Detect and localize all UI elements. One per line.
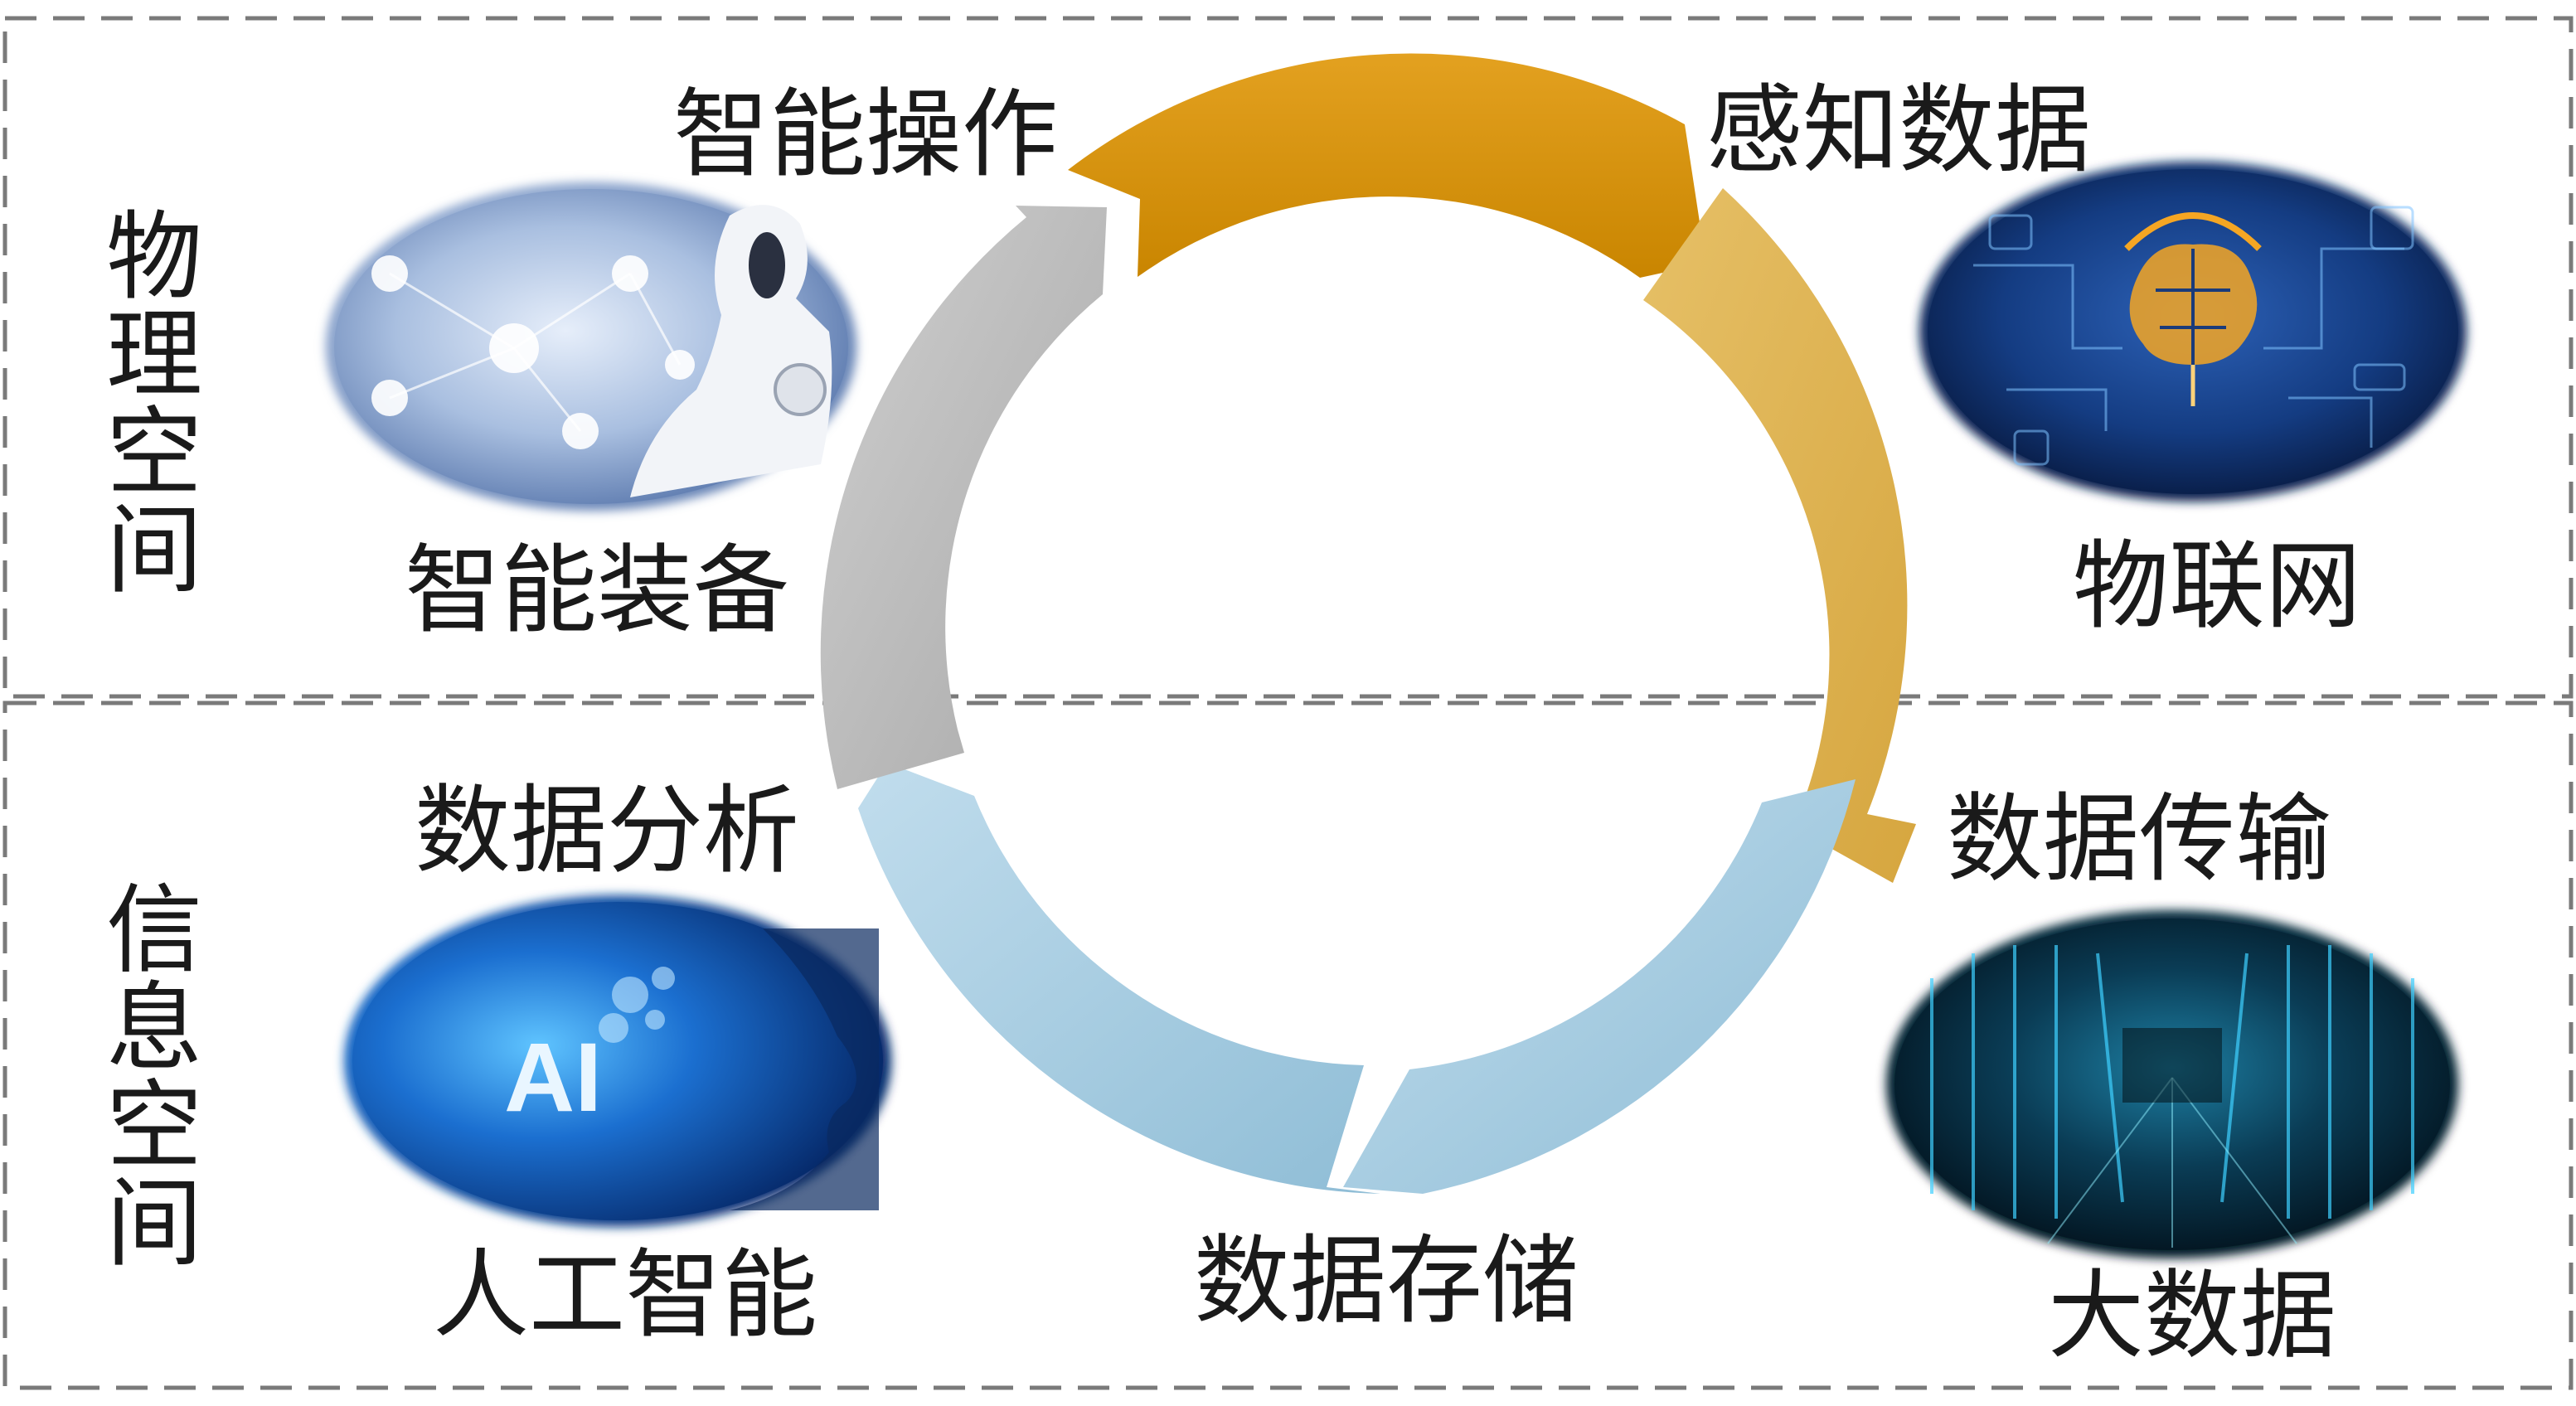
arrow-transmission-to-storage	[1343, 779, 1856, 1194]
data-transmission-label: 数据传输	[1947, 783, 2331, 895]
robot-figure	[630, 205, 832, 497]
physical-space-label: 物理空间	[90, 206, 202, 597]
big-data-label: 大数据	[2048, 1260, 2336, 1372]
arrow-smart-operation-to-sense	[1068, 53, 1754, 278]
big-data-image	[1886, 910, 2458, 1258]
smart-equipment-image	[326, 182, 856, 511]
smart-operation-label: 智能操作	[673, 79, 1058, 191]
arrow-analysis-to-operation	[820, 206, 1107, 789]
region-frames	[2, 16, 2574, 1390]
ai-logo: AI	[504, 1023, 602, 1132]
data-storage-label: 数据存储	[1194, 1225, 1579, 1337]
data-analysis-label: 数据分析	[415, 775, 799, 887]
brain-icon	[2124, 212, 2262, 406]
ai-image: AI	[344, 895, 891, 1227]
iot-label: 物联网	[2073, 531, 2361, 642]
face-silhouette	[730, 928, 879, 1210]
arrow-storage-to-analysis	[858, 763, 1380, 1194]
arrow-sense-to-transmission	[1643, 188, 1916, 883]
iot-image	[1919, 162, 2467, 502]
physical-space-frame	[2, 16, 2574, 699]
sense-data-label: 感知数据	[1706, 75, 2091, 187]
cycle-arrows	[820, 53, 1916, 1194]
information-space-frame	[2, 701, 2574, 1390]
information-space-label: 信息空间	[90, 879, 202, 1270]
ai-label: 人工智能	[433, 1239, 817, 1351]
smart-equipment-label: 智能装备	[405, 535, 789, 647]
